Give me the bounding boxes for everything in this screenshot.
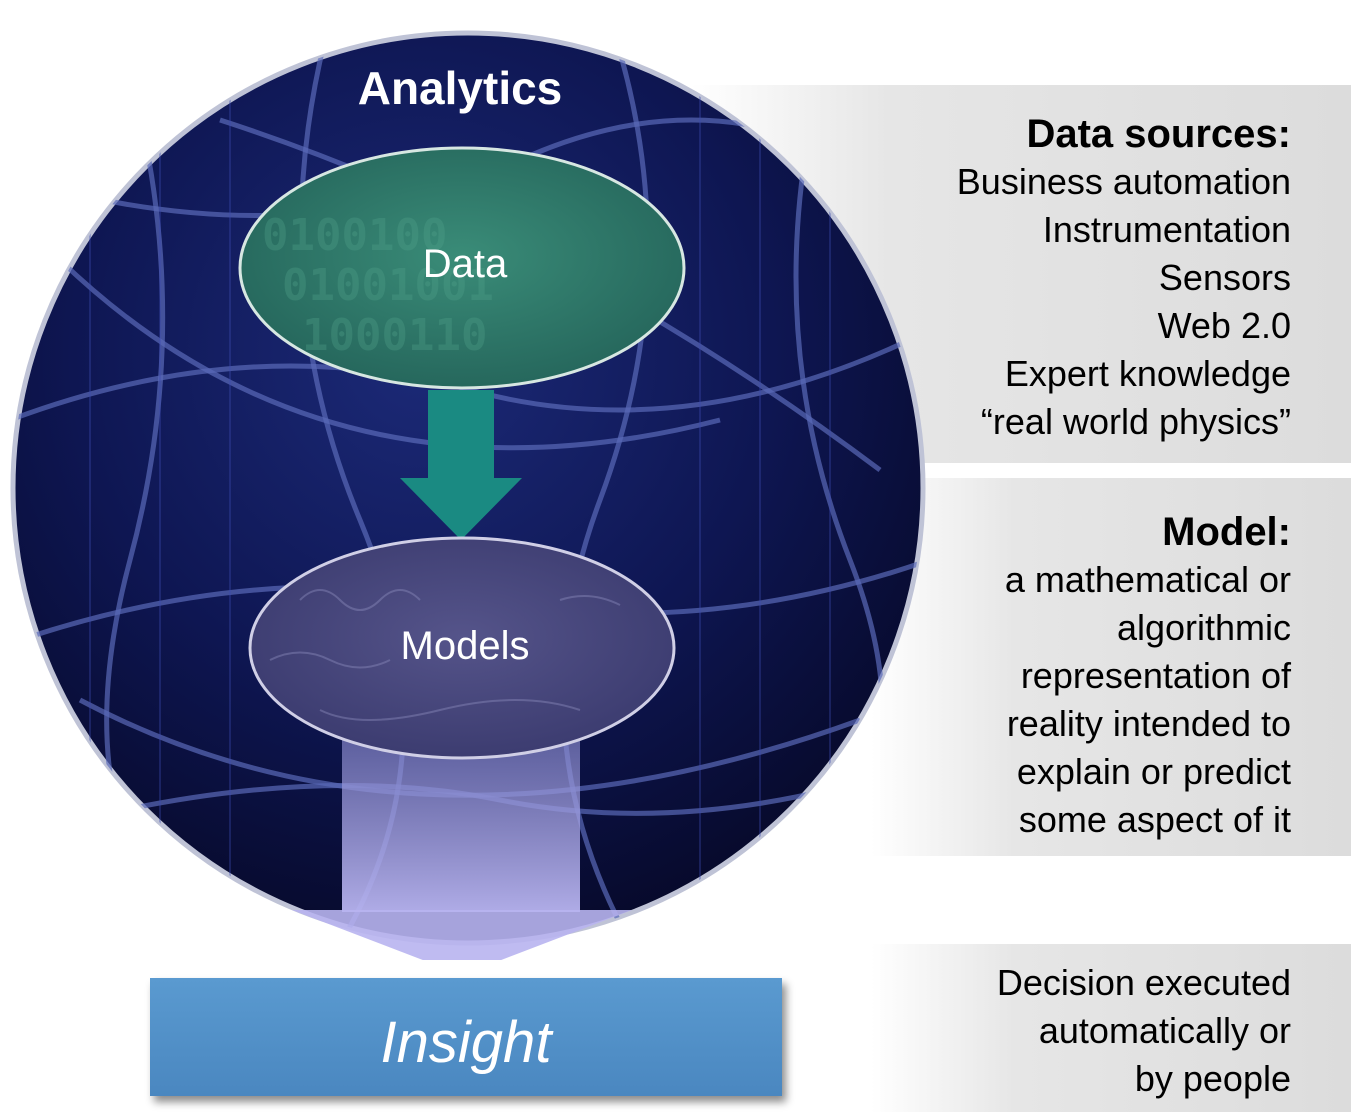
data-source-item: Instrumentation	[1042, 209, 1291, 250]
model-definition-line: algorithmic	[1116, 607, 1291, 648]
data-ellipse	[238, 146, 686, 390]
analytics-globe-graphic: 0100100 01001001 1000110	[10, 30, 926, 975]
data-source-item: Business automation	[956, 161, 1291, 202]
data-source-item: Expert knowledge	[1004, 353, 1291, 394]
model-definition-line: explain or predict	[1016, 751, 1291, 792]
model-definition-line: representation of	[1020, 655, 1291, 696]
data-source-item: “real world physics”	[980, 401, 1291, 442]
svg-text:1000110: 1000110	[302, 310, 487, 361]
analytics-globe: 0100100 01001001 1000110 Analytics Data …	[10, 30, 926, 975]
models-label: Models	[400, 624, 530, 668]
decision-line: automatically or	[1038, 1010, 1291, 1051]
model-definition-line: some aspect of it	[1018, 799, 1291, 840]
decision-line: Decision executed	[996, 962, 1291, 1003]
data-sources-heading: Data sources:	[1026, 112, 1291, 156]
analytics-title: Analytics	[357, 62, 563, 114]
decision-panel: Decision executed automatically or by pe…	[871, 944, 1351, 1112]
models-ellipse	[248, 536, 676, 760]
data-to-models-arrow	[400, 390, 522, 540]
model-heading: Model:	[1162, 510, 1291, 554]
formula-texture	[269, 589, 621, 721]
insight-label: Insight	[380, 1010, 552, 1075]
svg-text:0100100: 0100100	[262, 210, 447, 261]
model-panel: Model: a mathematical or algorithmic rep…	[871, 478, 1351, 856]
svg-text:01001001: 01001001	[282, 260, 494, 311]
decision-line: by people	[1134, 1058, 1291, 1099]
data-source-item: Sensors	[1158, 257, 1291, 298]
model-definition-line: a mathematical or	[1004, 559, 1291, 600]
data-source-item: Web 2.0	[1157, 305, 1291, 346]
insight-box: Insight	[150, 978, 782, 1096]
data-label: Data	[422, 242, 508, 286]
binary-texture: 0100100 01001001 1000110	[262, 210, 494, 361]
model-definition-line: reality intended to	[1006, 703, 1291, 744]
